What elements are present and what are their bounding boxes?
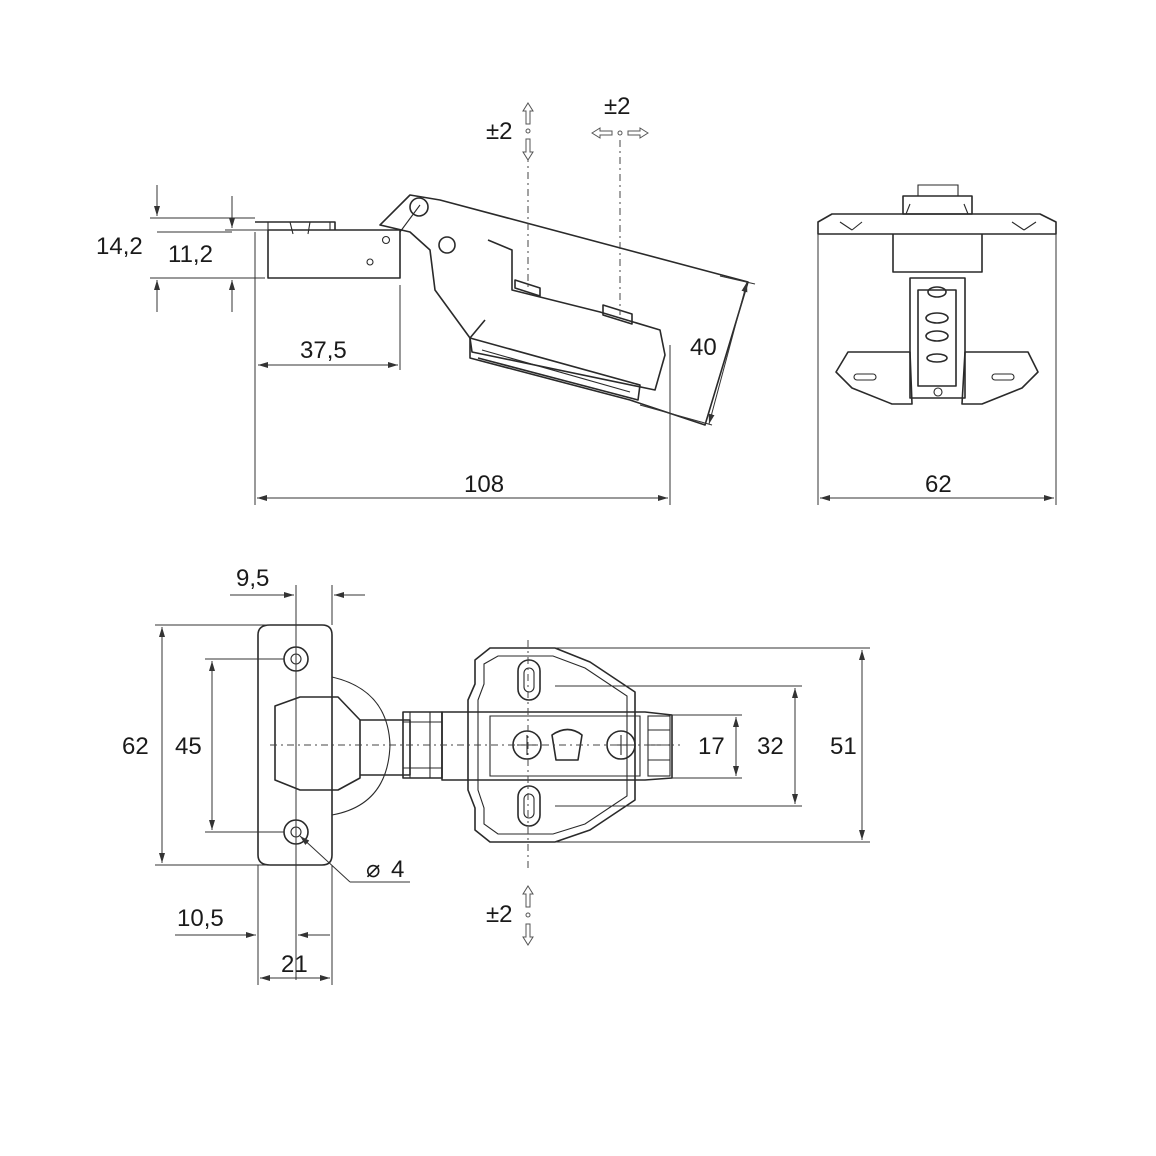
dim-plate-height-plan-label: 62 xyxy=(122,733,149,760)
side-horizontal-adjust-label: ±2 xyxy=(604,93,631,120)
side-hinge-arm xyxy=(379,194,749,426)
dim-offset xyxy=(254,232,401,505)
dim-outer-height xyxy=(555,647,870,843)
dim-inner-height-label: 17 xyxy=(698,733,725,760)
dim-plate-width-label: 21 xyxy=(281,951,308,978)
dim-plate-height-plan xyxy=(155,624,270,866)
dim-edge-distance xyxy=(175,865,330,985)
dim-end-width xyxy=(817,234,1057,505)
dim-cup-height xyxy=(639,275,756,426)
end-mounting-plate xyxy=(817,184,1057,273)
side-vertical-adjust-arrows xyxy=(522,102,534,161)
dim-total-height xyxy=(150,185,265,312)
dim-hole-spacing-label: 45 xyxy=(175,733,202,760)
end-view: 62 xyxy=(817,184,1057,505)
dim-overall-length xyxy=(257,345,671,505)
dim-edge-distance-label: 10,5 xyxy=(177,905,224,932)
plan-vertical-adjust-label: ±2 xyxy=(486,901,513,928)
plan-view: ±2 9,5 62 45 10,5 xyxy=(122,565,870,985)
dim-hole-offset xyxy=(230,585,365,980)
dim-hole-diameter-label: 4 xyxy=(391,856,404,883)
dim-hole-diameter xyxy=(299,835,410,883)
dim-plate-height xyxy=(157,196,268,312)
dim-outer-height-label: 51 xyxy=(830,733,857,760)
side-mounting-plate xyxy=(255,221,401,279)
dim-end-width-label: 62 xyxy=(925,471,952,498)
end-arm-and-wings xyxy=(835,277,1039,405)
side-horizontal-adjust-arrows xyxy=(591,127,649,139)
dim-hole-offset-label: 9,5 xyxy=(236,565,269,592)
dim-mid-height xyxy=(555,685,802,807)
dim-overall-length-label: 108 xyxy=(464,471,504,498)
diameter-symbol: ⌀ xyxy=(366,856,380,883)
dim-mid-height-label: 32 xyxy=(757,733,784,760)
plan-vertical-adjust-arrows xyxy=(522,885,534,946)
dim-offset-label: 37,5 xyxy=(300,337,347,364)
dim-inner-height xyxy=(672,714,742,779)
side-view: ±2 ±2 14,2 11,2 37,5 xyxy=(96,93,756,505)
side-vertical-adjust-label: ±2 xyxy=(486,118,513,145)
dim-total-height-label: 14,2 xyxy=(96,233,143,260)
dim-plate-width xyxy=(260,865,333,985)
dim-hole-spacing xyxy=(205,658,284,833)
dim-cup-height-label: 40 xyxy=(690,334,717,361)
dim-plate-height-label: 11,2 xyxy=(168,241,213,268)
